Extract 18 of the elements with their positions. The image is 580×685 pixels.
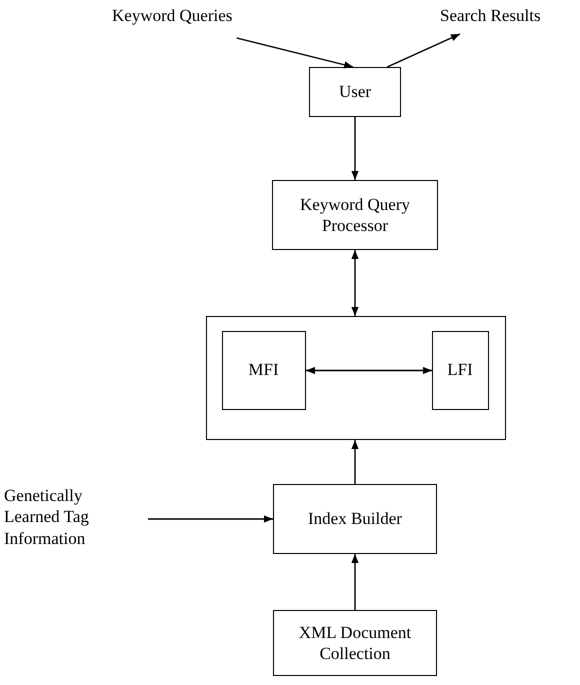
arrow (386, 33, 460, 68)
arrow (351, 250, 359, 316)
process-box: XML Document Collection (273, 610, 437, 676)
input-label: Keyword Queries (112, 4, 264, 28)
process-box: LFI (432, 330, 488, 410)
group-box (206, 316, 506, 440)
arrow (306, 366, 432, 374)
arrow (351, 554, 359, 610)
arrow (351, 440, 359, 484)
input-label: Search Results (440, 4, 580, 28)
arrow (148, 515, 273, 523)
arrow (236, 37, 354, 68)
process-box: Keyword Query Processor (272, 180, 438, 250)
process-box: MFI (222, 330, 306, 410)
arrow (351, 117, 359, 180)
input-label: Genetically Learned Tag Information (4, 476, 124, 558)
process-box: User (309, 67, 401, 117)
process-box: Index Builder (273, 484, 437, 554)
